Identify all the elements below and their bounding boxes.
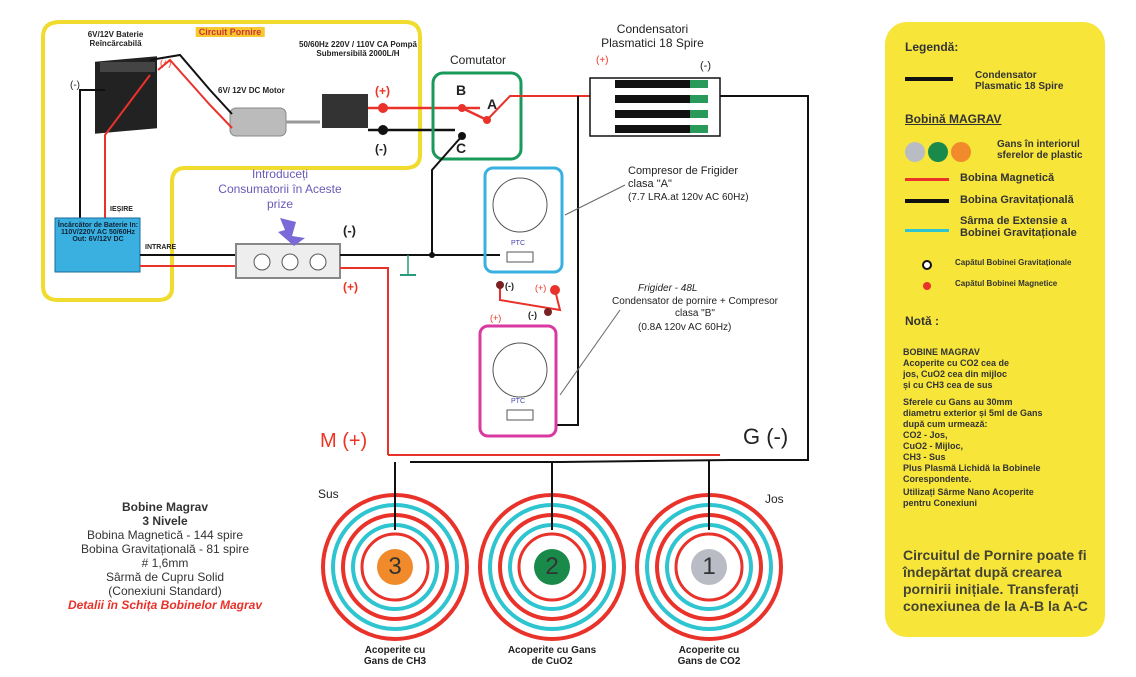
coil-position-bottom: Jos <box>765 492 784 506</box>
legend-panel: Legendă: Condensator Plasmatic 18 Spire … <box>885 22 1105 637</box>
battery-minus: (-) <box>70 80 80 91</box>
compressor-a-label: Compresor de Frigider clasa "A" <box>628 165 739 190</box>
coil-number: 3 <box>388 553 402 580</box>
coil-2-label: Acoperite cu Gans de CuO2 <box>507 645 597 667</box>
coil-number: 1 <box>702 553 716 580</box>
compressor-b-title: Frigider - 48L <box>638 283 698 294</box>
mag-end-icon <box>923 282 931 290</box>
note-3: Utilizați Sârme Nano Acoperite pentru Co… <box>903 487 1034 508</box>
legend-gans: Gans în interiorul sferelor de plastic <box>997 139 1083 161</box>
battery-plus: (+) <box>160 58 172 68</box>
grav-end-icon <box>922 260 932 270</box>
coil-info: Bobine Magrav 3 Nivele Bobina Magnetică … <box>65 500 265 612</box>
switch-b: B <box>456 82 467 98</box>
sphere-3-icon <box>951 142 971 162</box>
info-line: Sârmă de Cupru Solid <box>105 570 225 584</box>
legend-coil-title: Bobină MAGRAV <box>905 112 1002 126</box>
startup-circuit-outline <box>41 20 422 302</box>
charger-output-label: IEȘIRE <box>110 206 133 213</box>
info-line: 3 Nivele <box>142 514 188 528</box>
coil-3-sphere: 3 <box>377 549 413 585</box>
outlets-plus: (+) <box>343 280 358 294</box>
compressor-a-spec: (7.7 LRA.at 120v AC 60Hz) <box>628 192 749 203</box>
charger-label: Încărcător de Baterie In: 110V/220V AC 5… <box>57 222 139 243</box>
legend-condenser: Condensator Plasmatic 18 Spire <box>975 70 1064 92</box>
info-line: # 1,6mm <box>141 556 189 570</box>
compressor-b-ptc: PTC <box>511 398 525 405</box>
info-line: (Conexiuni Standard) <box>108 584 222 598</box>
dc-motor <box>229 107 287 137</box>
battery-charger <box>54 217 141 273</box>
pump-minus: (-) <box>375 142 387 156</box>
plasma-condensers <box>589 77 721 137</box>
info-detail: Detalii în Schița Bobinelor Magrav <box>67 598 263 612</box>
battery <box>95 56 157 134</box>
legend-extension: Sârma de Extensie a Bobinei Gravitaționa… <box>960 215 1077 239</box>
magnetic-line-icon <box>905 178 949 181</box>
compressor-b-label: Condensator de pornire + Compresor clasa… <box>612 296 778 319</box>
extension-line-icon <box>905 229 949 232</box>
condenser-icon <box>905 77 953 81</box>
switch-title: Comutator <box>449 53 507 67</box>
arrow-icon <box>278 218 305 246</box>
outlet <box>309 253 327 271</box>
legend-mag-end: Capătul Bobinei Magnetice <box>955 279 1058 288</box>
compressor-b-box <box>478 324 558 438</box>
compressor-b-minus: (-) <box>528 310 537 320</box>
startup-circuit-title: Circuit Pornire <box>195 27 265 37</box>
info-line: Bobina Gravitațională - 81 spire <box>80 542 250 556</box>
compressor-plus: (+) <box>535 283 547 293</box>
legend-gravitational: Bobina Gravitațională <box>960 194 1074 206</box>
coil-position-top: Sus <box>318 487 339 501</box>
m-terminal: M (+) <box>320 430 368 452</box>
coil-1-sphere: 1 <box>691 549 727 585</box>
note-1: BOBINE MAGRAV Acoperite cu CO2 cea de jo… <box>903 347 1010 390</box>
battery-label: 6V/12V Baterie Reîncărcabilă <box>87 30 144 48</box>
coil-3-label: Acoperite cu Gans de CH3 <box>363 645 427 667</box>
info-line: Bobina Magnetică - 144 spire <box>86 528 244 542</box>
compressor-a-ptc: PTC <box>511 240 525 247</box>
compressor-b-plus: (+) <box>490 313 502 323</box>
sphere-2-icon <box>928 142 948 162</box>
note-2: Sferele cu Gans au 30mm diametru exterio… <box>903 397 1043 484</box>
pump-plus: (+) <box>375 84 390 98</box>
condensers-plus: (+) <box>596 55 609 66</box>
legend-title: Legendă: <box>905 40 959 54</box>
legend-magnetic: Bobina Magnetică <box>960 172 1055 184</box>
outlet <box>253 253 271 271</box>
switch-c: C <box>456 140 467 156</box>
note-title: Notă : <box>905 314 939 328</box>
charger-input-label: INTRARE <box>145 244 177 251</box>
gravitational-line-icon <box>905 199 949 203</box>
compressor-minus: (-) <box>505 281 514 291</box>
compressor-a-box <box>483 166 564 274</box>
pump-label: 50/60Hz 220V / 110V CA Pompă Submersibil… <box>299 40 417 58</box>
legend-grav-end: Capătul Bobinei Gravitaționale <box>955 258 1072 267</box>
coil-2-sphere: 2 <box>534 549 570 585</box>
final-note: Circuitul de Pornire poate fi îndepărtat… <box>903 547 1088 614</box>
pump <box>322 94 368 128</box>
motor-label: 6V/ 12V DC Motor <box>218 86 285 95</box>
switch-a: A <box>487 96 498 112</box>
coil-1-label: Acoperite cu Gans de CO2 <box>677 645 741 667</box>
outlet <box>281 253 299 271</box>
switch-box <box>431 71 523 161</box>
condensers-minus: (-) <box>700 60 711 72</box>
sphere-1-icon <box>905 142 925 162</box>
g-terminal: G (-) <box>743 424 789 449</box>
condensers-title: Condensatori Plasmatici 18 Spire <box>601 22 704 50</box>
coil-number: 2 <box>545 553 559 580</box>
outlets-label: Introduceți Consumatorii în Aceste prize <box>218 167 342 211</box>
outlets-minus: (-) <box>343 223 356 238</box>
compressor-b-spec: (0.8A 120v AC 60Hz) <box>638 322 732 333</box>
info-line: Bobine Magrav <box>121 500 208 514</box>
